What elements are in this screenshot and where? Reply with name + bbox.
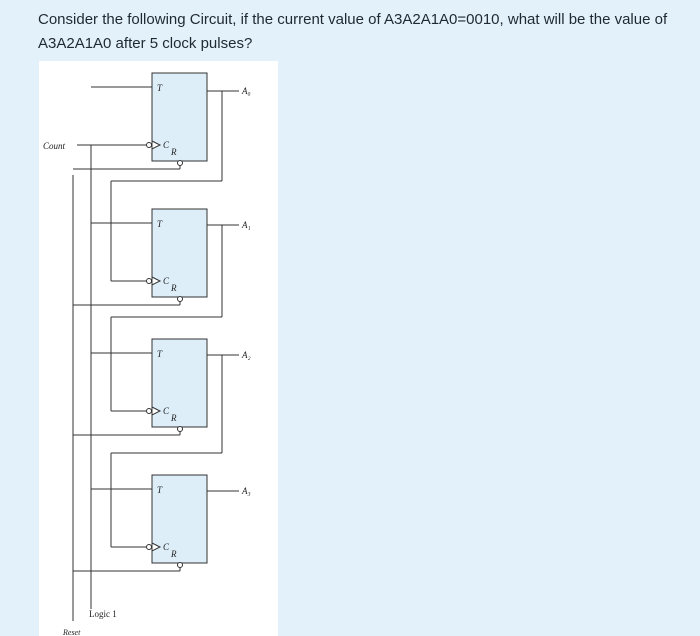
ff2-c-label: C [163,406,170,416]
reset-bubble-3 [177,562,183,568]
question-text: Consider the following Circuit, if the c… [38,8,678,56]
ff0-output-label: A₀ [241,86,251,96]
flipflop-0 [151,72,208,162]
reset-bubble-0 [177,160,183,166]
ff1-r-label: R [170,283,177,293]
ff1-t-label: T [157,219,163,229]
ff0-t-label: T [157,83,163,93]
ff2-output-label: A₂ [241,350,251,360]
ff3-output-label: A₃ [241,486,251,496]
question-line-2: A3A2A1A0 after 5 clock pulses? [38,35,253,52]
circuit-svg: Count Logic 1 Reset T C R A₀ T C R A₁ T … [43,72,251,636]
logic1-label: Logic 1 [89,609,117,619]
reset-bubble-1 [177,296,183,302]
flipflop-3 [151,474,208,564]
clock-bubble-3 [146,544,152,550]
ff3-r-label: R [170,549,177,559]
ff1-output-label: A₁ [241,220,251,230]
ff1-c-label: C [163,276,170,286]
ff3-c-label: C [163,542,170,552]
ff2-t-label: T [157,349,163,359]
reset-label: Reset [62,628,81,636]
flipflop-2 [151,338,208,428]
question-line-1: Consider the following Circuit, if the c… [38,11,668,28]
reset-bubble-2 [177,426,183,432]
clock-bubble-2 [146,408,152,414]
clock-bubble-1 [146,278,152,284]
count-label: Count [43,141,66,151]
flipflop-1 [151,208,208,298]
ff0-r-label: R [170,147,177,157]
ff3-t-label: T [157,485,163,495]
ff0-c-label: C [163,140,170,150]
ff2-r-label: R [170,413,177,423]
circuit-diagram: Count Logic 1 Reset T C R A₀ T C R A₁ T … [39,61,278,636]
clock-bubble-0 [146,142,152,148]
